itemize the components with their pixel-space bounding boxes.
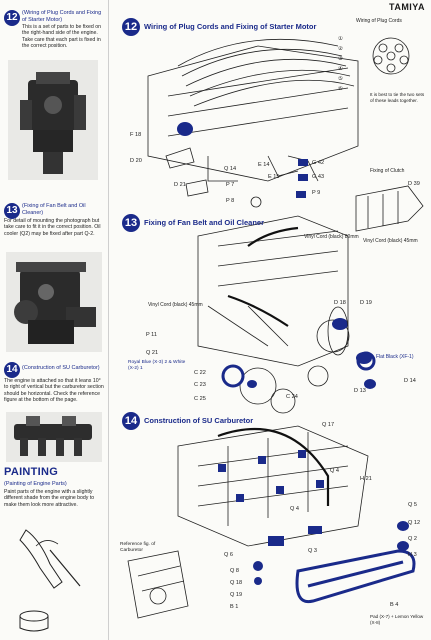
part-label: G 42 bbox=[312, 160, 325, 166]
part-label: D 14 bbox=[404, 378, 416, 384]
clutch-title: Fixing of Clutch bbox=[370, 168, 405, 174]
part-label: H 21 bbox=[360, 476, 372, 482]
part-label: Q 14 bbox=[224, 166, 237, 172]
step-14-title: Construction of SU Carburetor bbox=[144, 416, 254, 425]
step-12-title: Wiring of Plug Cords and Fixing of Start… bbox=[144, 22, 317, 31]
step-13-heading: (Fixing of Fan Belt and Oil Cleaner) bbox=[22, 203, 86, 216]
part-label: H 3 bbox=[408, 552, 417, 558]
painting-subtitle: (Painting of Engine Parts) bbox=[4, 481, 67, 487]
plug-cords-inset-title: Wiring of Plug Cords bbox=[356, 18, 402, 24]
part-label: G 43 bbox=[312, 174, 325, 180]
part-label: Q 8 bbox=[230, 568, 240, 574]
vinyl-cord-45-note-a: Vinyl Cord (black) 45mm bbox=[363, 238, 418, 244]
step-12-badge-main: 12 bbox=[122, 18, 140, 36]
step-12-badge: 12 bbox=[4, 10, 20, 26]
part-label: Q 18 bbox=[230, 580, 243, 586]
step-13-badge-main: 13 bbox=[122, 214, 140, 232]
cord-4-label: ④ bbox=[338, 66, 344, 72]
step-14-badge-main: 14 bbox=[122, 412, 140, 430]
part-label: D 20 bbox=[130, 158, 142, 164]
cord-5-label: ⑤ bbox=[338, 76, 344, 82]
brand-logo: TAMIYA bbox=[388, 2, 425, 12]
part-label: B 1 bbox=[230, 604, 239, 610]
step-12-small-parts bbox=[165, 147, 262, 208]
engine-photo-1 bbox=[8, 60, 98, 180]
part-label: D 19 bbox=[360, 300, 372, 306]
step-13-title: Fixing of Fan Belt and Oil Cleaner bbox=[144, 218, 265, 227]
right-column: 12 Wiring of Plug Cords and Fixing of St… bbox=[108, 6, 431, 640]
part-label: P 11 bbox=[146, 332, 157, 338]
step-14-engine-drawing bbox=[177, 425, 369, 547]
part-label: P 7 bbox=[226, 182, 235, 188]
step-12-text: This is a set of parts to be fixed on th… bbox=[22, 24, 102, 50]
cord-1-label: ① bbox=[338, 36, 344, 42]
part-label: D 21 bbox=[174, 182, 186, 188]
left-column: 12 (Wiring of Plug Cords and Fixing of S… bbox=[0, 0, 108, 640]
fan-belt bbox=[327, 306, 349, 356]
vinyl-cord-45-note-b: Vinyl Cord (black) 45mm bbox=[148, 302, 203, 308]
tape-color-note: Pad (X-7) + Lemon Yellow (X-8) bbox=[370, 614, 424, 625]
part-label: Q 3 bbox=[308, 548, 318, 554]
part-label: C 22 bbox=[194, 370, 206, 376]
part-label: D 18 bbox=[334, 300, 346, 306]
part-label: D 13 bbox=[354, 388, 366, 394]
part-label: C 25 bbox=[194, 396, 206, 402]
plug-cords-note: It is best to tie the two sets of these … bbox=[370, 92, 425, 103]
step-14-pipe bbox=[295, 549, 416, 604]
painting-illustration bbox=[6, 520, 102, 636]
step-14-heading: (Construction of SU Carburetor) bbox=[22, 365, 100, 371]
step-14-text: The engine is attached so that it leans … bbox=[4, 378, 104, 404]
painting-heading: PAINTING bbox=[4, 466, 59, 478]
assembly-diagrams bbox=[127, 37, 424, 619]
clutch-drawing bbox=[355, 185, 424, 232]
painting-text: Paint parts of the engine with a slightl… bbox=[4, 489, 95, 508]
step-13-badge: 13 bbox=[4, 203, 20, 219]
part-label: Q 2 bbox=[408, 536, 418, 542]
part-label: Q 17 bbox=[322, 422, 335, 428]
column-divider bbox=[108, 0, 109, 640]
part-label: Q 4 bbox=[330, 468, 340, 474]
step-14-badge: 14 bbox=[4, 362, 20, 378]
engine-photo-2 bbox=[6, 252, 102, 352]
reference-carburetor bbox=[127, 550, 189, 619]
part-label: Q 19 bbox=[230, 592, 243, 598]
part-label: D 39 bbox=[408, 181, 420, 187]
part-label: Q 12 bbox=[408, 520, 421, 526]
step-13-text: For detail of mounting the photograph bu… bbox=[4, 218, 101, 237]
step-12-plug-diagram bbox=[372, 37, 410, 75]
part-label: P 9 bbox=[312, 190, 321, 196]
vinyl-cord-80-note: Vinyl Cord (black) 80mm bbox=[304, 234, 359, 240]
step-13-engine-drawing bbox=[197, 215, 350, 414]
part-label: Q 21 bbox=[146, 350, 159, 356]
part-label: B 4 bbox=[390, 602, 399, 608]
royal-blue-note: Royal Blue (X-3) 2 & White (X-2) 1 bbox=[128, 360, 186, 371]
part-label: E 14 bbox=[258, 162, 270, 168]
part-label: Q 6 bbox=[224, 552, 234, 558]
cord-6-label: ⑥ bbox=[338, 86, 344, 92]
reference-carburetor-caption: Reference fig. of Carburetor bbox=[120, 542, 156, 553]
part-label: P 8 bbox=[226, 198, 235, 204]
part-label: Q 5 bbox=[408, 502, 418, 508]
part-label: C 23 bbox=[194, 382, 206, 388]
cord-2-label: ② bbox=[338, 46, 344, 52]
flat-black-note: Flat Black (XF-1) bbox=[376, 354, 414, 360]
part-label: Q 4 bbox=[290, 506, 300, 512]
step-12-heading: (Wiring of Plug Cords and Fixing of Star… bbox=[22, 10, 102, 23]
cord-3-label: ③ bbox=[338, 56, 344, 62]
part-label: E 15 bbox=[268, 174, 280, 180]
carburetor-photo bbox=[6, 412, 102, 462]
part-label: C 24 bbox=[286, 394, 298, 400]
part-label: F 18 bbox=[130, 132, 142, 138]
step-12-engine-drawing bbox=[147, 38, 359, 182]
